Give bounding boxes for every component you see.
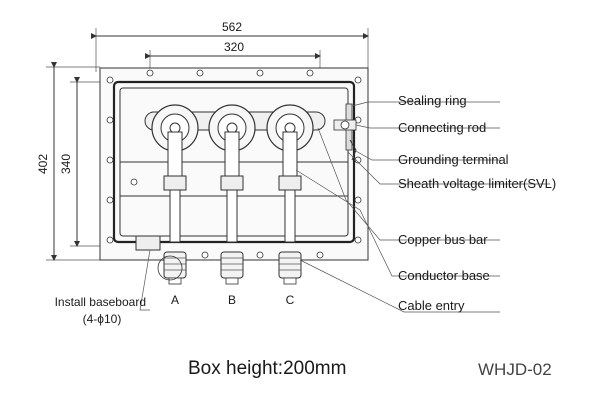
connecting-rod — [333, 119, 357, 131]
callout-sealing-ring: Sealing ring — [398, 93, 467, 108]
dimension-320: 320 — [145, 40, 321, 70]
cable-entry-c — [278, 251, 302, 285]
callout-grounding-terminal: Grounding terminal — [398, 152, 509, 167]
phase-label-a: A — [171, 293, 179, 307]
dimension-inner-width: 320 — [224, 40, 244, 54]
phase-a-assembly — [151, 104, 199, 243]
dimension-402: 402 — [36, 62, 100, 261]
callout-svl: Sheath voltage limiter(SVL) — [398, 176, 556, 191]
baseboard-bracket — [135, 235, 161, 251]
phase-c-assembly — [266, 104, 314, 243]
dimension-overall-width: 562 — [222, 20, 242, 34]
phase-b-assembly — [208, 104, 256, 243]
dimension-340: 340 — [59, 77, 100, 247]
phase-label-b: B — [228, 293, 236, 307]
box-height-caption: Box height:200mm — [188, 358, 347, 379]
callout-cable-entry: Cable entry — [398, 298, 465, 313]
baseboard-label: Install baseboard — [55, 295, 146, 309]
dimension-overall-height: 402 — [36, 154, 50, 174]
grounding-terminal — [349, 139, 357, 161]
callout-conductor-base: Conductor base — [398, 268, 490, 283]
baseboard-spec: (4-ϕ10) — [83, 312, 122, 326]
cable-entry-b — [220, 251, 244, 285]
model-code: WHJD-02 — [478, 360, 552, 379]
dimension-562: 562 — [91, 20, 369, 72]
leader-lines — [139, 101, 550, 313]
cable-entry-a — [163, 251, 187, 285]
callout-connecting-rod: Connecting rod — [398, 120, 486, 135]
dimension-inner-height: 340 — [59, 154, 73, 174]
phase-label-c: C — [286, 293, 295, 307]
callout-copper-bus-bar: Copper bus bar — [398, 232, 488, 247]
